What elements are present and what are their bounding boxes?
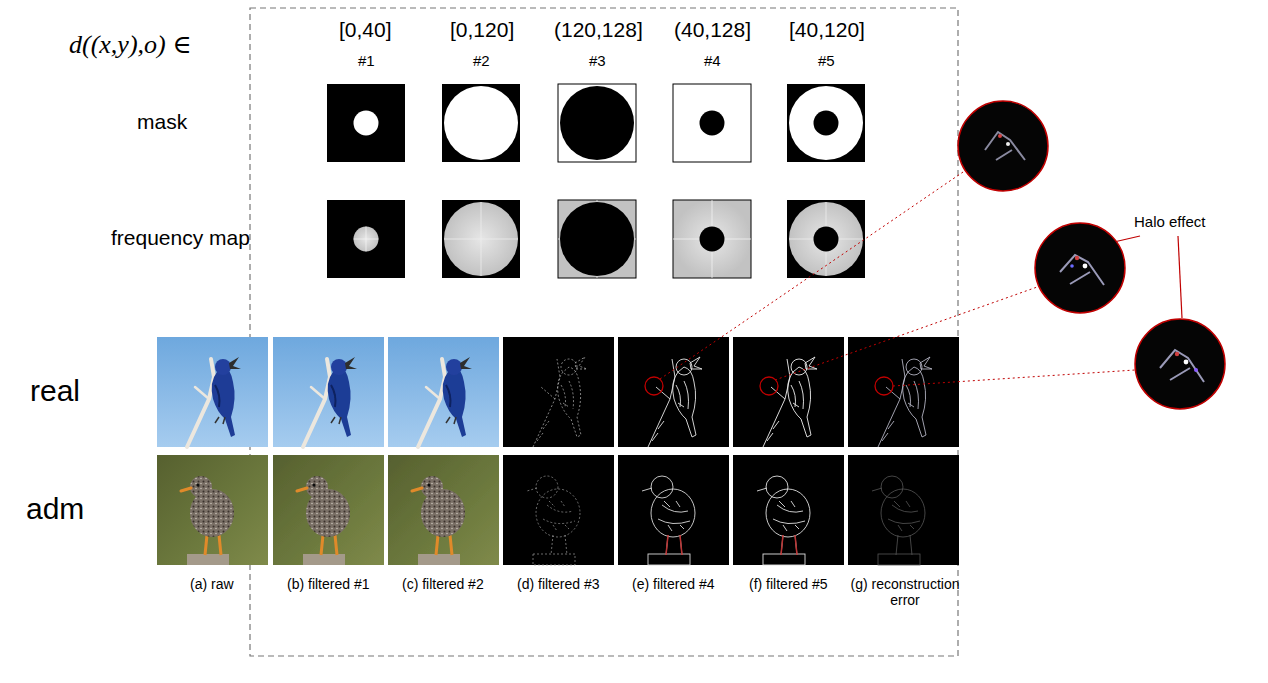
- column-caption: (g) reconstruction error: [841, 576, 969, 608]
- row-label: mask: [137, 110, 187, 134]
- dashed-frame: [250, 8, 958, 656]
- callout-label: Halo effect: [1134, 213, 1205, 230]
- column-caption: (f) filtered #5: [749, 576, 828, 592]
- range-label: (120,128]: [554, 18, 643, 42]
- column-number: #4: [704, 52, 721, 69]
- column-number: #5: [818, 52, 835, 69]
- column-caption: (c) filtered #2: [402, 576, 484, 592]
- row-label: frequency map: [111, 226, 250, 250]
- real-row-images: [157, 337, 959, 447]
- row-label: real: [30, 374, 80, 409]
- range-label: [0,40]: [339, 18, 392, 42]
- range-label: [0,120]: [450, 18, 514, 42]
- row-label: adm: [26, 492, 84, 527]
- column-caption: (e) filtered #4: [632, 576, 714, 592]
- range-label: (40,128]: [674, 18, 751, 42]
- column-caption: (d) filtered #3: [517, 576, 599, 592]
- column-caption: (b) filtered #1: [287, 576, 369, 592]
- adm-row-images: [157, 455, 959, 565]
- mask-images: [327, 84, 865, 162]
- zoom-circles: [958, 101, 1225, 409]
- column-caption: (a) raw: [190, 576, 234, 592]
- range-label: [40,120]: [789, 18, 865, 42]
- formula-label: d((x,y),o) ∈: [69, 30, 191, 60]
- column-number: #2: [473, 52, 490, 69]
- column-number: #3: [589, 52, 606, 69]
- frequency-map-images: [327, 200, 865, 278]
- column-number: #1: [358, 52, 375, 69]
- halo-callouts: [645, 170, 1182, 395]
